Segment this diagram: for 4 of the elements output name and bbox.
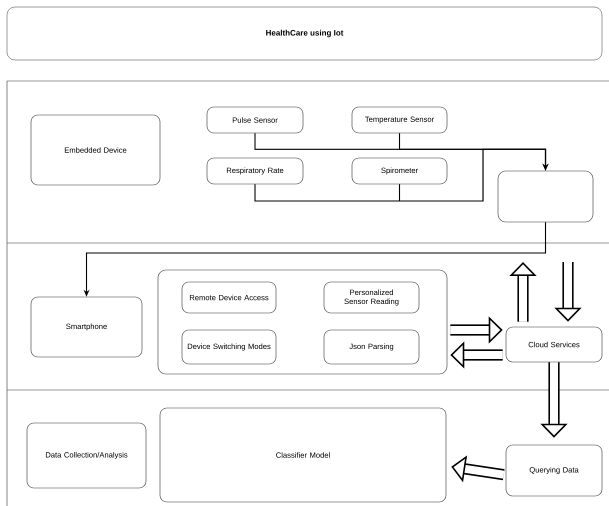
device-box xyxy=(498,170,594,222)
connector-arrow xyxy=(398,148,549,202)
title-box: HealthCare using Iot xyxy=(6,6,602,60)
group-box xyxy=(158,270,448,374)
